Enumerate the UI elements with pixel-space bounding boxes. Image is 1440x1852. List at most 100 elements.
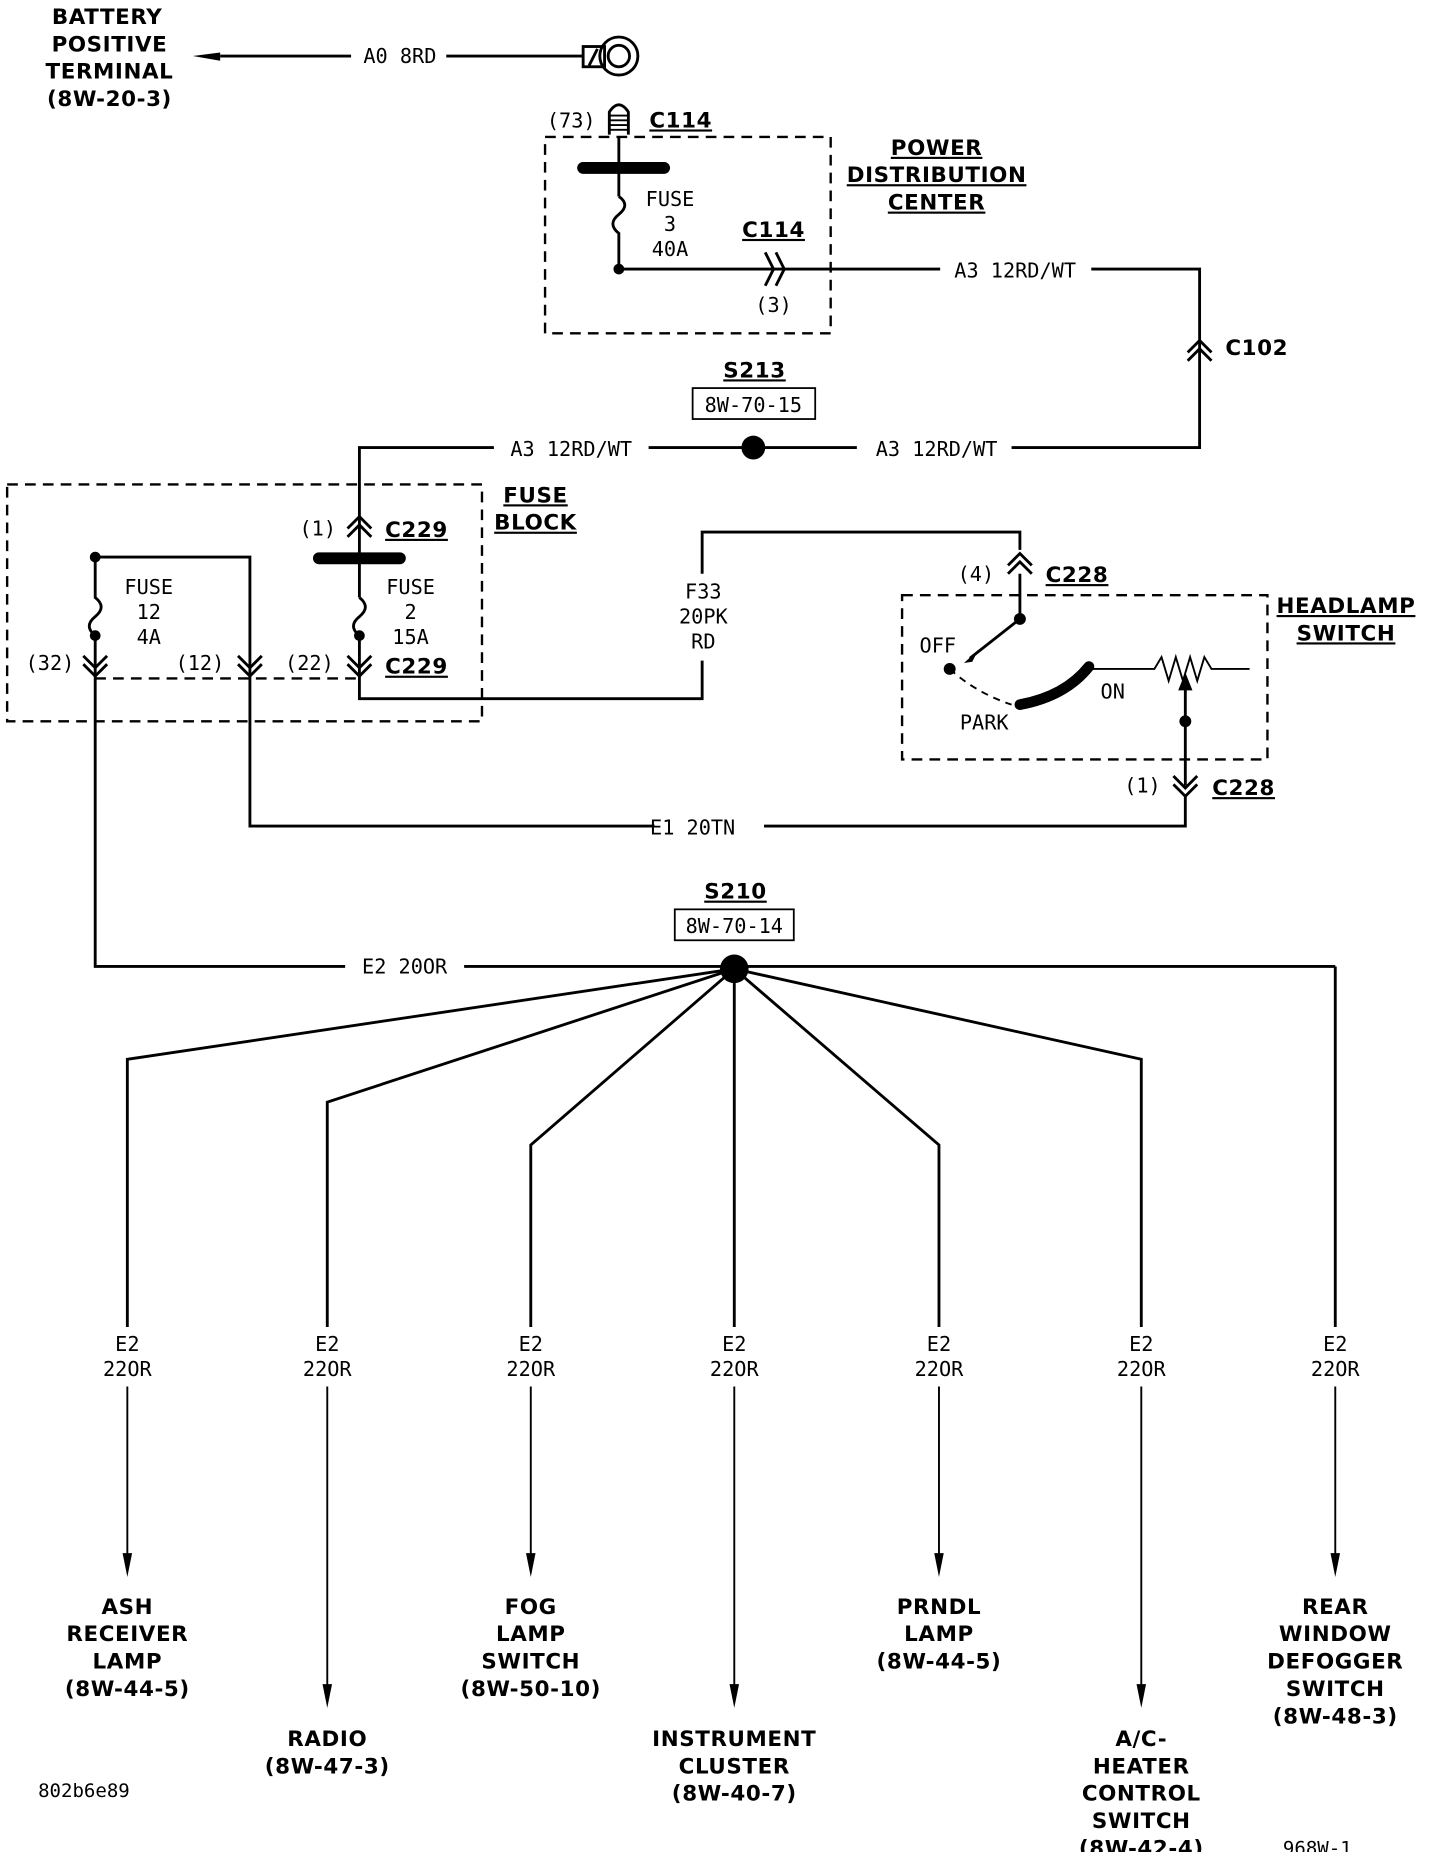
headlamp-switch-box xyxy=(900,593,1269,761)
dest-3-line-2: LAMP xyxy=(496,1622,566,1647)
wire-a0-label: A0 8RD xyxy=(363,44,436,68)
dest-7-line-5: (8W-48-3) xyxy=(1273,1704,1398,1729)
branch-5-wire-1: E2 xyxy=(927,1332,951,1356)
dest-6-line-3: CONTROL xyxy=(1082,1782,1201,1807)
headlamp-line-1: HEADLAMP xyxy=(1277,594,1416,619)
wire-a3-left-label: A3 12RD/WT xyxy=(510,437,632,461)
branch-2-wire-2: 22OR xyxy=(303,1357,353,1381)
branch-5-wire-2: 22OR xyxy=(915,1357,965,1381)
fuse-2: FUSE 2 15A xyxy=(312,523,435,673)
dest-3-line-3: SWITCH xyxy=(481,1650,580,1675)
rheostat-icon xyxy=(1088,653,1250,685)
headlamp-line-2: SWITCH xyxy=(1297,621,1396,646)
dest-3-line-4: (8W-50-10) xyxy=(461,1677,601,1702)
c229-pin-32: (32) xyxy=(26,651,75,675)
ring-terminal-icon xyxy=(581,35,640,77)
dest-7-line-3: DEFOGGER xyxy=(1267,1650,1403,1675)
c228-pin-4: (4) xyxy=(958,562,995,586)
pdc-line-1: POWER xyxy=(891,136,983,161)
switch-on-label: ON xyxy=(1101,680,1125,704)
destination-prndl-lamp: PRNDL LAMP (8W-44-5) xyxy=(877,1595,1002,1675)
c228-pin-1: (1) xyxy=(1124,774,1161,798)
fuse-2-line-3: 15A xyxy=(392,625,429,649)
fuse-icon xyxy=(611,195,627,270)
dest-4-line-3: (8W-40-7) xyxy=(672,1782,797,1807)
wire-a3-right-label: A3 12RD/WT xyxy=(876,437,998,461)
dest-6-line-5: (8W-42-4) xyxy=(1079,1836,1204,1852)
wire-f33-line-2: 20PK xyxy=(679,605,729,629)
switch-off-label: OFF xyxy=(920,633,957,657)
dest-5-line-3: (8W-44-5) xyxy=(877,1650,1002,1675)
dest-5-line-1: PRNDL xyxy=(897,1595,981,1620)
dest-3-line-1: FOG xyxy=(505,1595,557,1620)
dest-1-line-3: LAMP xyxy=(93,1650,163,1675)
dest-1-line-1: ASH xyxy=(101,1595,153,1620)
wire-e2-main-label: E2 20OR xyxy=(362,955,448,979)
branch-1-wire-2: 22OR xyxy=(103,1357,153,1381)
c102-connector-icon xyxy=(1186,338,1213,362)
dest-1-line-4: (8W-44-5) xyxy=(65,1677,190,1702)
branch-1-wire-1: E2 xyxy=(115,1332,139,1356)
fuse-block-line-2: BLOCK xyxy=(494,511,577,536)
c229-bottom-connector: (32) (12) (22) C229 xyxy=(26,651,448,680)
dest-7-line-4: SWITCH xyxy=(1286,1677,1385,1702)
c114-top-label: C114 xyxy=(649,108,712,133)
branch-6-wire-1: E2 xyxy=(1129,1332,1153,1356)
fuse-3-line-2: 3 xyxy=(664,212,676,236)
stud-icon xyxy=(607,103,630,135)
c229-pin-12: (12) xyxy=(176,651,225,675)
switch-contact-arc-icon xyxy=(1014,661,1095,710)
destination-fog-lamp-switch: FOG LAMP SWITCH (8W-50-10) xyxy=(461,1595,601,1702)
c229-pin-22: (22) xyxy=(285,651,334,675)
fuse-12: FUSE 12 4A xyxy=(87,551,252,673)
pdc-label: POWER DISTRIBUTION CENTER xyxy=(847,136,1027,216)
branch-6-wire-2: 22OR xyxy=(1117,1357,1167,1381)
dest-7-line-1: REAR xyxy=(1302,1595,1369,1620)
footer-left-id: 802b6e89 xyxy=(38,1780,130,1802)
fuse-block-label: FUSE BLOCK xyxy=(494,483,577,535)
fuse-2-line-1: FUSE xyxy=(386,575,435,599)
c229-top-connector: (1) C229 xyxy=(299,514,448,543)
dest-5-line-2: LAMP xyxy=(904,1622,974,1647)
headlamp-switch-mechanism: OFF PARK ON xyxy=(920,573,1250,735)
dest-6-line-2: HEATER xyxy=(1093,1754,1190,1779)
s213-ref: 8W-70-15 xyxy=(705,393,802,417)
pdc-line-2: DISTRIBUTION xyxy=(847,163,1027,188)
branches xyxy=(122,967,1341,1708)
fuse-2-line-2: 2 xyxy=(404,600,416,624)
dest-6-line-1: A/C- xyxy=(1115,1727,1167,1752)
pdc-line-3: CENTER xyxy=(888,191,986,216)
footer-right-id: 968W-1 xyxy=(1283,1837,1352,1852)
c102-label: C102 xyxy=(1225,336,1288,361)
destination-instrument-cluster: INSTRUMENT CLUSTER (8W-40-7) xyxy=(652,1727,816,1807)
battery-line-1: BATTERY xyxy=(52,5,163,30)
branch-3-wire-1: E2 xyxy=(519,1332,543,1356)
wire-a3-top: C114 (3) A3 12RD/WT C102 xyxy=(618,218,1288,450)
destination-radio: RADIO (8W-47-3) xyxy=(265,1727,389,1779)
splice-s210: S210 8W-70-14 E2 20OR xyxy=(93,672,1337,1328)
c114-pin-3: (3) xyxy=(755,293,792,317)
fuse-3-line-3: 40A xyxy=(652,237,689,261)
fuse-block-box xyxy=(5,483,484,723)
fuse-3-line-1: FUSE xyxy=(646,187,695,211)
destination-rear-window-defogger-switch: REAR WINDOW DEFOGGER SWITCH (8W-48-3) xyxy=(1267,1595,1403,1729)
switch-park-label: PARK xyxy=(960,711,1010,735)
dest-4-line-2: CLUSTER xyxy=(679,1754,790,1779)
power-distribution-center-box xyxy=(543,135,832,335)
arrow-left-icon xyxy=(192,52,221,61)
wire-a0: A0 8RD xyxy=(192,35,640,77)
fuse-12-line-1: FUSE xyxy=(124,575,173,599)
s213-label: S213 xyxy=(723,358,785,383)
dest-7-line-2: WINDOW xyxy=(1279,1622,1392,1647)
headlamp-switch-label: HEADLAMP SWITCH xyxy=(1277,594,1416,646)
wire-f33: F33 20PK RD xyxy=(357,530,1022,701)
switch-arm-icon xyxy=(969,617,1021,660)
c114-stud-connector: (73) C114 xyxy=(547,103,712,135)
fuse-12-line-2: 12 xyxy=(137,600,161,624)
c229-top-label: C229 xyxy=(385,518,448,543)
wire-f33-line-1: F33 xyxy=(685,580,722,604)
branch-4-wire-2: 22OR xyxy=(710,1357,760,1381)
dest-1-line-2: RECEIVER xyxy=(66,1622,188,1647)
fuse-3: FUSE 3 40A xyxy=(577,136,695,275)
